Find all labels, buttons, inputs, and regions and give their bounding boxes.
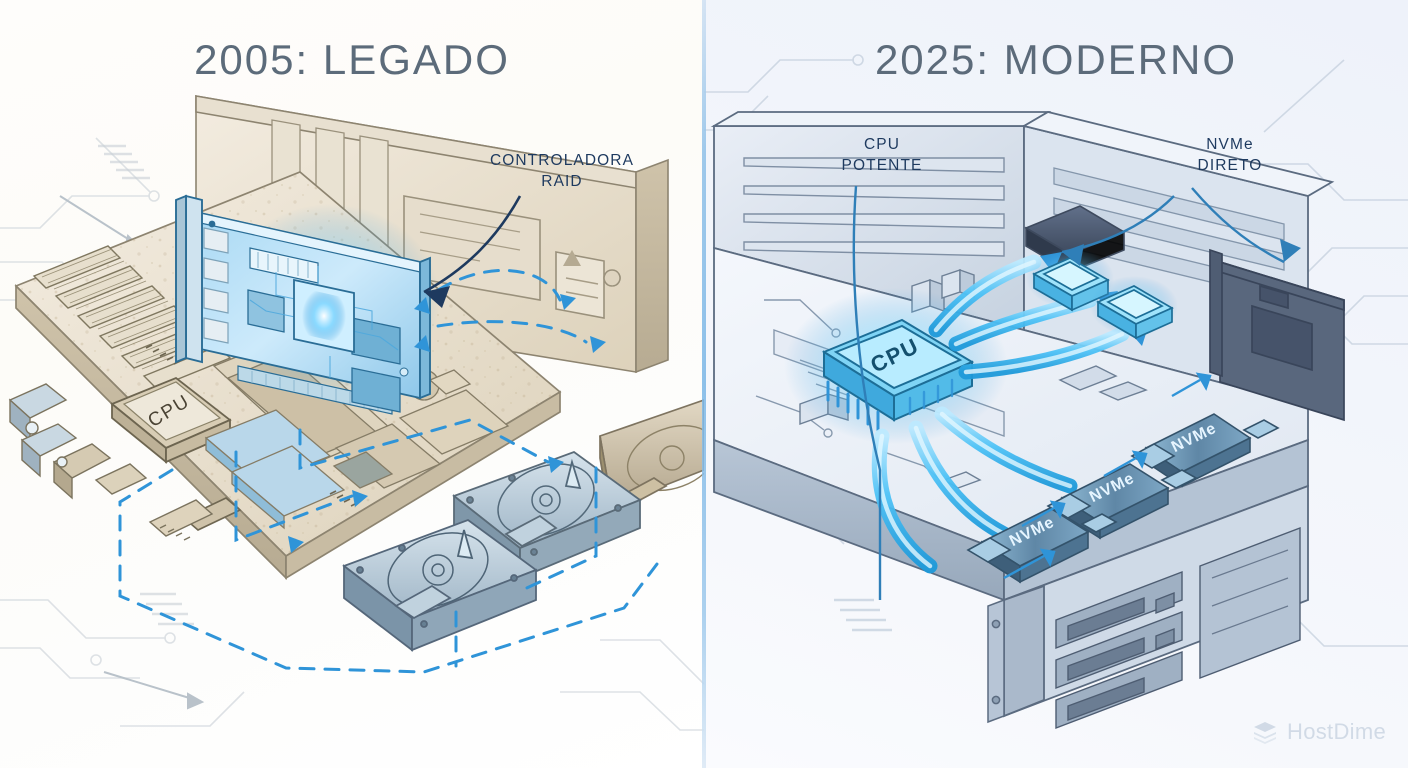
modern-small-arrows: [1003, 372, 1212, 580]
hostdime-watermark: HostDime: [1251, 718, 1386, 746]
pci-slots: [32, 245, 232, 389]
raid-leader-line: [423, 195, 522, 294]
hatch-decor: [834, 598, 892, 632]
modern-leader-arrowheads: [1062, 239, 1301, 266]
modern-cpu-package: [784, 288, 1008, 444]
legacy-cpu-chip: [110, 376, 232, 464]
rack-ear: [987, 598, 1005, 724]
front-drive-bays: [1055, 526, 1301, 730]
hdd-1: [342, 518, 538, 652]
legacy-dataflow-dashed: [118, 269, 662, 674]
legacy-artwork: CPU: [0, 95, 704, 731]
modern-artwork: CPU: [704, 54, 1408, 730]
stacked-layers-icon: [1254, 722, 1277, 744]
raid-leader-arrowhead: [424, 286, 450, 308]
raid-controller-card: [175, 194, 440, 415]
legacy-panel-title: 2005: LEGADO: [194, 36, 510, 83]
legacy-io-ports: [8, 383, 214, 541]
legacy-panel: CPU: [0, 0, 704, 768]
legacy-dataflow-arrowheads: [288, 294, 606, 553]
hatch-decor: [98, 144, 194, 626]
nvme-stick-1: [966, 507, 1118, 584]
panel-divider: [702, 0, 706, 768]
label-cpu-potente: CPU POTENTE: [841, 136, 923, 175]
nvme-module-glow-2: [1090, 276, 1178, 340]
modern-pcie-card-dark: [1209, 248, 1345, 422]
hostdime-wordmark: HostDime: [1287, 719, 1386, 744]
label-nvme-direto: NVMe DIRETO: [1197, 136, 1263, 175]
label-controladora-raid: CONTROLADORA RAID: [489, 152, 635, 191]
modern-panel-title: 2025: MODERNO: [874, 36, 1238, 83]
modern-panel: CPU: [704, 0, 1408, 768]
nvme-stick-2: [1046, 463, 1198, 540]
nvme-module-glow-1: [1026, 248, 1114, 312]
